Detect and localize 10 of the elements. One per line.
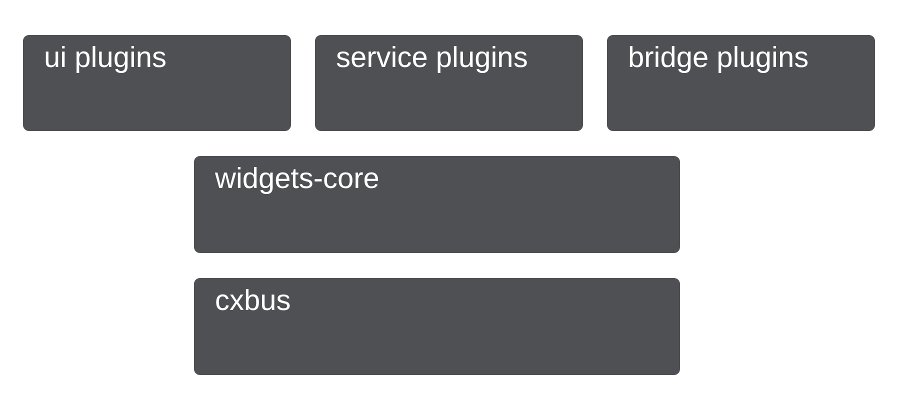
component-label: widgets-core [215, 162, 380, 197]
component-label: bridge plugins [628, 41, 809, 76]
component-box [194, 278, 680, 375]
component-box [194, 156, 680, 253]
component-label: ui plugins [44, 41, 167, 76]
component-label: cxbus [215, 284, 291, 319]
component-box [315, 35, 583, 131]
component-box [23, 35, 291, 131]
component-box [607, 35, 875, 131]
component-label: service plugins [336, 41, 528, 76]
